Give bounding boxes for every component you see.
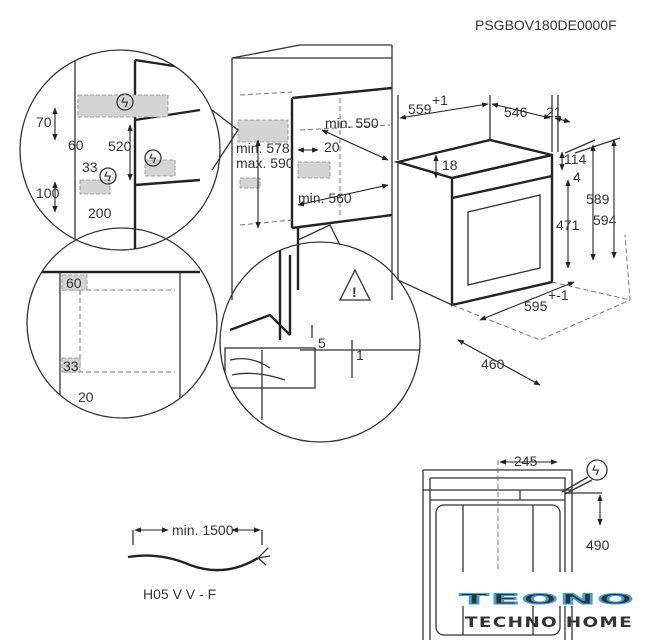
model-code: PSGBOV180DE0000F	[475, 17, 617, 33]
svg-text:ϟ: ϟ	[149, 150, 157, 166]
svg-text:ϟ: ϟ	[104, 168, 112, 184]
detail-circle-bottom-left: 60 33 20	[26, 227, 218, 419]
dim-20: 20	[78, 389, 94, 405]
electric-icon	[586, 459, 608, 481]
detail-circle-top: ϟ ϟ ϟ 70 60 520 33 100 200	[19, 49, 239, 251]
dim-490: 490	[586, 537, 610, 553]
svg-text:!: !	[352, 284, 357, 300]
dim-546: 546	[504, 104, 528, 120]
dim-1: 1	[356, 347, 364, 363]
logo-tagline: TECHNO HOME	[465, 615, 633, 631]
dim-33: 33	[82, 159, 98, 175]
dim-min-550: min. 550	[325, 115, 379, 131]
teono-logo: TEONO TECHNO HOME	[457, 572, 641, 631]
dim-min-560: min. 560	[298, 190, 352, 206]
dim-589: 589	[586, 191, 610, 207]
dim-200: 200	[88, 205, 112, 221]
dim-595: 595	[524, 298, 548, 314]
dim-max-590: max. 590	[236, 155, 294, 171]
dim-4: 4	[573, 169, 581, 185]
svg-text:ϟ: ϟ	[592, 462, 600, 478]
dim-min-578: min. 578	[236, 140, 290, 156]
dim-21: 21	[546, 104, 562, 120]
dim-18: 18	[442, 157, 458, 173]
oven-drawing: 559 +1 546 21 18 114 4 589 594 471 595 +…	[393, 92, 631, 386]
dim-60: 60	[66, 275, 82, 291]
cable-drawing: min. 1500 H05 V V - F	[127, 522, 271, 602]
dim-100: 100	[36, 185, 60, 201]
cable-type: H05 V V - F	[143, 586, 216, 602]
dim-559: 559	[408, 101, 432, 117]
dim-460: 460	[481, 356, 505, 372]
svg-text:ϟ: ϟ	[121, 94, 129, 110]
dim-70: 70	[36, 114, 52, 130]
rear-view-drawing: 245 ϟ 490	[422, 453, 610, 640]
electric-icon	[116, 93, 134, 111]
dim-5: 5	[318, 335, 326, 351]
dim-594: 594	[593, 212, 617, 228]
cabinet-drawing: min. 578 max. 590 min. 550 20 min. 560	[231, 44, 393, 300]
warning-icon	[338, 268, 372, 301]
dim-114: 114	[564, 151, 587, 167]
dim-20: 20	[324, 139, 340, 155]
cable-length: min. 1500	[172, 522, 234, 538]
dim-559-tolerance: +1	[432, 92, 448, 108]
dim-595-tolerance: +-1	[548, 287, 569, 303]
dim-471: 471	[556, 217, 580, 233]
dim-245: 245	[514, 453, 538, 469]
logo-brand: TEONO	[460, 592, 636, 608]
dim-60: 60	[68, 137, 84, 153]
dim-33: 33	[63, 358, 79, 374]
electric-icon	[144, 149, 162, 167]
electric-icon	[99, 167, 117, 185]
detail-circle-bottom-mid: ! 5 1	[219, 224, 421, 443]
dim-520: 520	[108, 138, 132, 154]
